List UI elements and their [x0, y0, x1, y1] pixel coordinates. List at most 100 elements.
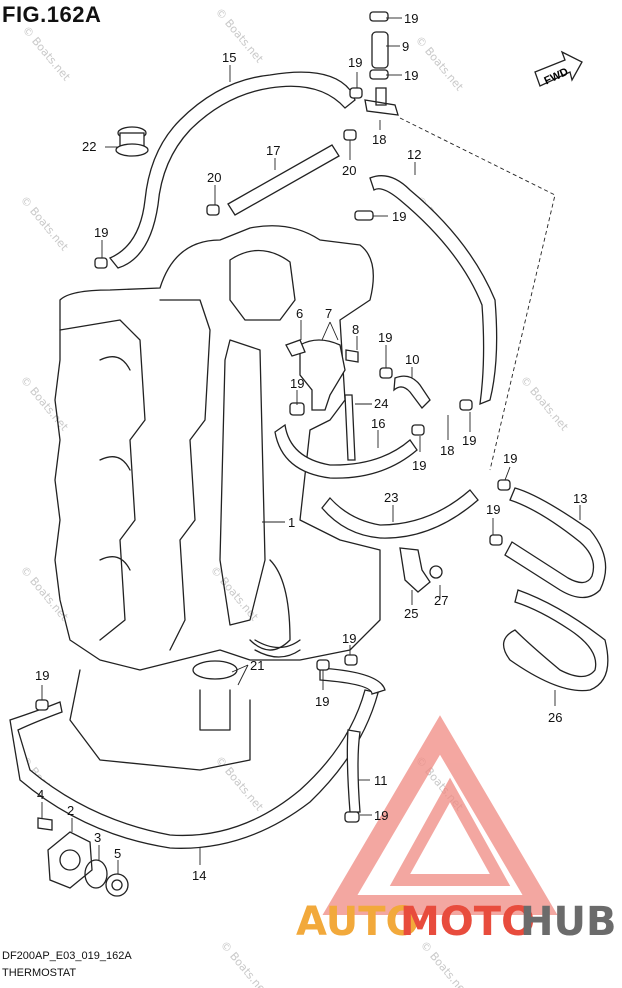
- engine-block: [54, 225, 381, 771]
- hose-16: [274, 423, 418, 479]
- callout-19: 19: [94, 225, 108, 240]
- callout-14: 14: [192, 868, 206, 883]
- callout-25: 25: [404, 606, 418, 621]
- callout-17: 17: [266, 143, 280, 158]
- thermostat-5: [105, 873, 129, 897]
- callout-19: 19: [348, 55, 362, 70]
- callout-20: 20: [342, 163, 356, 178]
- clamp-icon: [94, 257, 108, 269]
- figure-name: THERMOSTAT: [2, 967, 77, 979]
- grommet-22: [115, 126, 149, 157]
- callout-19: 19: [35, 668, 49, 683]
- brand-logo-icon: [322, 715, 558, 915]
- hose-14: [9, 689, 379, 849]
- clamp-icon: [369, 11, 389, 22]
- clamp-icon: [354, 210, 374, 221]
- callout-19: 19: [342, 631, 356, 646]
- clamp-icon: [344, 654, 358, 666]
- callout-19: 19: [374, 808, 388, 823]
- callout-19: 19: [412, 458, 426, 473]
- callout-11: 11: [374, 773, 388, 788]
- clamp-icon: [35, 699, 49, 711]
- callout-6: 6: [296, 306, 303, 321]
- callout-13: 13: [573, 491, 587, 506]
- callout-26: 26: [548, 710, 562, 725]
- hose-11: [346, 729, 361, 813]
- callout-numbers: 19 9 19 19 18 15 22 17 20 20 19 19 12 6 …: [35, 11, 587, 883]
- callout-2: 2: [67, 803, 74, 818]
- brand-moto: MOTO: [400, 899, 535, 945]
- gasket-3: [84, 859, 108, 889]
- sensor-6: [285, 339, 306, 357]
- callout-22: 22: [82, 139, 96, 154]
- callout-5: 5: [114, 846, 121, 861]
- hose-17: [227, 144, 340, 216]
- clamp-icon: [379, 367, 393, 379]
- watermark: © Boats.net: [218, 939, 272, 988]
- clamp-icon: [344, 811, 360, 823]
- callout-19: 19: [486, 502, 500, 517]
- callout-9: 9: [402, 39, 409, 54]
- part-21: [254, 639, 301, 658]
- callout-19: 19: [378, 330, 392, 345]
- brand-wordmark: AUTO MOTO HUB: [296, 899, 616, 945]
- clamp-icon: [316, 659, 330, 671]
- hose-15: [108, 71, 356, 269]
- hose-23: [321, 489, 479, 539]
- watermark: © Boats.net: [418, 939, 472, 988]
- callout-3: 3: [94, 830, 101, 845]
- callout-21: 21: [250, 658, 264, 673]
- callout-18: 18: [440, 443, 454, 458]
- hose-10: [393, 375, 431, 409]
- callout-19: 19: [315, 694, 329, 709]
- leader-line: [399, 117, 556, 471]
- thermostat-cover-2: [47, 831, 93, 889]
- clamp-icon: [497, 479, 511, 491]
- callout-27: 27: [434, 593, 448, 608]
- clamp-icon: [343, 129, 357, 141]
- callout-18: 18: [372, 132, 386, 147]
- clamp-icon: [206, 204, 220, 216]
- bolt-8: [345, 349, 359, 363]
- bracket-25: [399, 547, 431, 593]
- callout-1: 1: [288, 515, 295, 530]
- hose-12: [369, 175, 498, 406]
- callout-15: 15: [222, 50, 236, 65]
- thermostat-housing-7: [299, 339, 346, 411]
- hose-9: [371, 31, 389, 69]
- callout-12: 12: [407, 147, 421, 162]
- clamp-icons: [35, 11, 511, 823]
- pipe-24: [344, 394, 356, 461]
- callout-7: 7: [325, 306, 332, 321]
- tee-joint-18: [364, 87, 399, 116]
- watermark: © Boats.net: [18, 374, 72, 434]
- brand-hub: HUB: [520, 899, 616, 945]
- callout-19: 19: [404, 68, 418, 83]
- bolt-4: [37, 817, 53, 831]
- clamp-icon: [369, 69, 389, 80]
- callout-4: 4: [37, 787, 44, 802]
- watermark: © Boats.net: [20, 24, 74, 84]
- forward-arrow-icon: FWD: [534, 50, 583, 87]
- callout-leaders: [41, 17, 581, 874]
- hose-13: [504, 487, 607, 599]
- callout-23: 23: [384, 490, 398, 505]
- callout-19: 19: [462, 433, 476, 448]
- watermark: © Boats.net: [18, 194, 72, 254]
- bolt-27: [429, 565, 443, 579]
- callout-24: 24: [374, 396, 388, 411]
- watermark: © Boats.net: [413, 34, 467, 94]
- watermark: © Boats.net: [208, 564, 262, 624]
- watermark: © Boats.net: [213, 6, 267, 66]
- hose-26: [503, 589, 609, 692]
- figure-title: FIG.162A: [2, 2, 102, 27]
- callout-19: 19: [404, 11, 418, 26]
- callout-19: 19: [290, 376, 304, 391]
- figure-code: DF200AP_E03_019_162A: [2, 950, 132, 962]
- brand-auto: AUTO: [296, 899, 420, 945]
- callout-20: 20: [207, 170, 221, 185]
- clamp-icon: [459, 399, 473, 411]
- callout-19: 19: [392, 209, 406, 224]
- callout-10: 10: [405, 352, 419, 367]
